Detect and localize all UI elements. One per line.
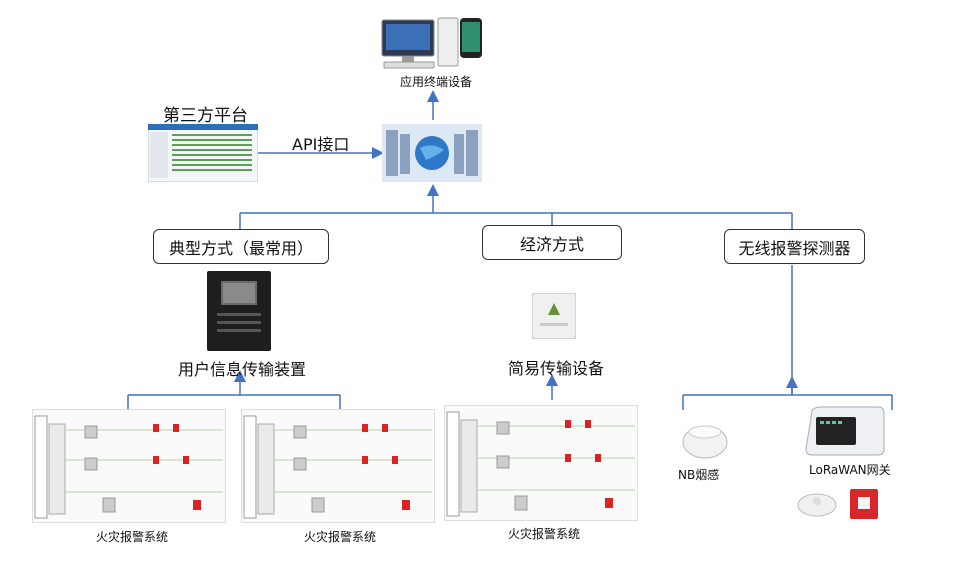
api-label: API接口 (292, 135, 350, 154)
terminal-devices-icon (380, 14, 486, 72)
cloud-server-icon (382, 124, 482, 182)
lorawan-gateway-icon (802, 405, 886, 457)
user-info-device-icon (207, 271, 271, 351)
terminal-label: 应用终端设备 (400, 75, 473, 89)
typical-method-box: 典型方式（最常用） (153, 229, 329, 264)
fire-alarm-panel-1 (32, 409, 226, 523)
wireless-method-box: 无线报警探测器 (724, 229, 865, 264)
fire-system-label-2: 火灾报警系统 (304, 530, 377, 544)
nb-smoke-detector-icon (681, 418, 729, 460)
fire-alarm-panel-3 (444, 405, 638, 521)
simple-device-icon (531, 292, 577, 340)
economic-method-box: 经济方式 (482, 225, 622, 260)
third-party-screenshot (147, 123, 259, 183)
fire-system-label-1: 火灾报警系统 (96, 530, 169, 544)
simple-device-label: 简易传输设备 (508, 359, 605, 378)
lorawan-label: LoRaWAN网关 (809, 463, 891, 477)
third-party-label: 第三方平台 (163, 106, 248, 126)
smoke-detector-icon (797, 489, 837, 517)
fire-alarm-panel-2 (241, 409, 435, 523)
fire-system-label-3: 火灾报警系统 (508, 527, 581, 541)
nb-smoke-label: NB烟感 (678, 468, 720, 482)
manual-alarm-button-icon (850, 489, 878, 519)
user-info-device-label: 用户信息传输装置 (178, 360, 307, 379)
